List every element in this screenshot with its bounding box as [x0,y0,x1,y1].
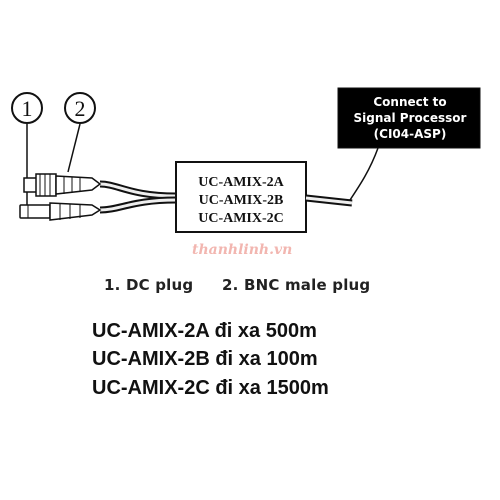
cable-diagram: 1 2 UC-AMIX-2A UC-AMIX-2B UC-AMIX-2C Con… [11,87,481,233]
connect-label-line2: Signal Processor [354,111,467,125]
callout-1-number: 1 [22,96,33,121]
bnc-cable-inner [99,182,177,198]
spec-line-2a: UC-AMIX-2A đi xa 500m [92,320,317,342]
spec-line-2c: UC-AMIX-2C đi xa 1500m [92,377,329,399]
device-label-2a: UC-AMIX-2A [198,175,284,190]
callout-1-circle [11,92,43,124]
bnc-male-plug [23,173,102,197]
dc-cable-inner [99,198,177,212]
connect-label-line3: (CI04-ASP) [374,127,447,141]
connect-leader [349,147,379,201]
device-label-2c: UC-AMIX-2C [198,211,284,226]
callout-2-leader [67,123,81,173]
output-cable-inner [305,196,353,205]
watermark-text: thanhlinh.vn [192,242,293,258]
connect-label-line1: Connect to [373,95,446,109]
callout-2-circle [64,92,96,124]
device-label-2b: UC-AMIX-2B [199,193,284,208]
legend-bnc-plug: 2. BNC male plug [222,276,371,294]
legend-dc-plug: 1. DC plug [104,276,194,294]
dc-plug [19,202,102,221]
connect-box [337,87,481,149]
device-box [175,161,307,233]
spec-line-2b: UC-AMIX-2B đi xa 100m [92,348,318,370]
callout-2-number: 2 [75,96,86,121]
